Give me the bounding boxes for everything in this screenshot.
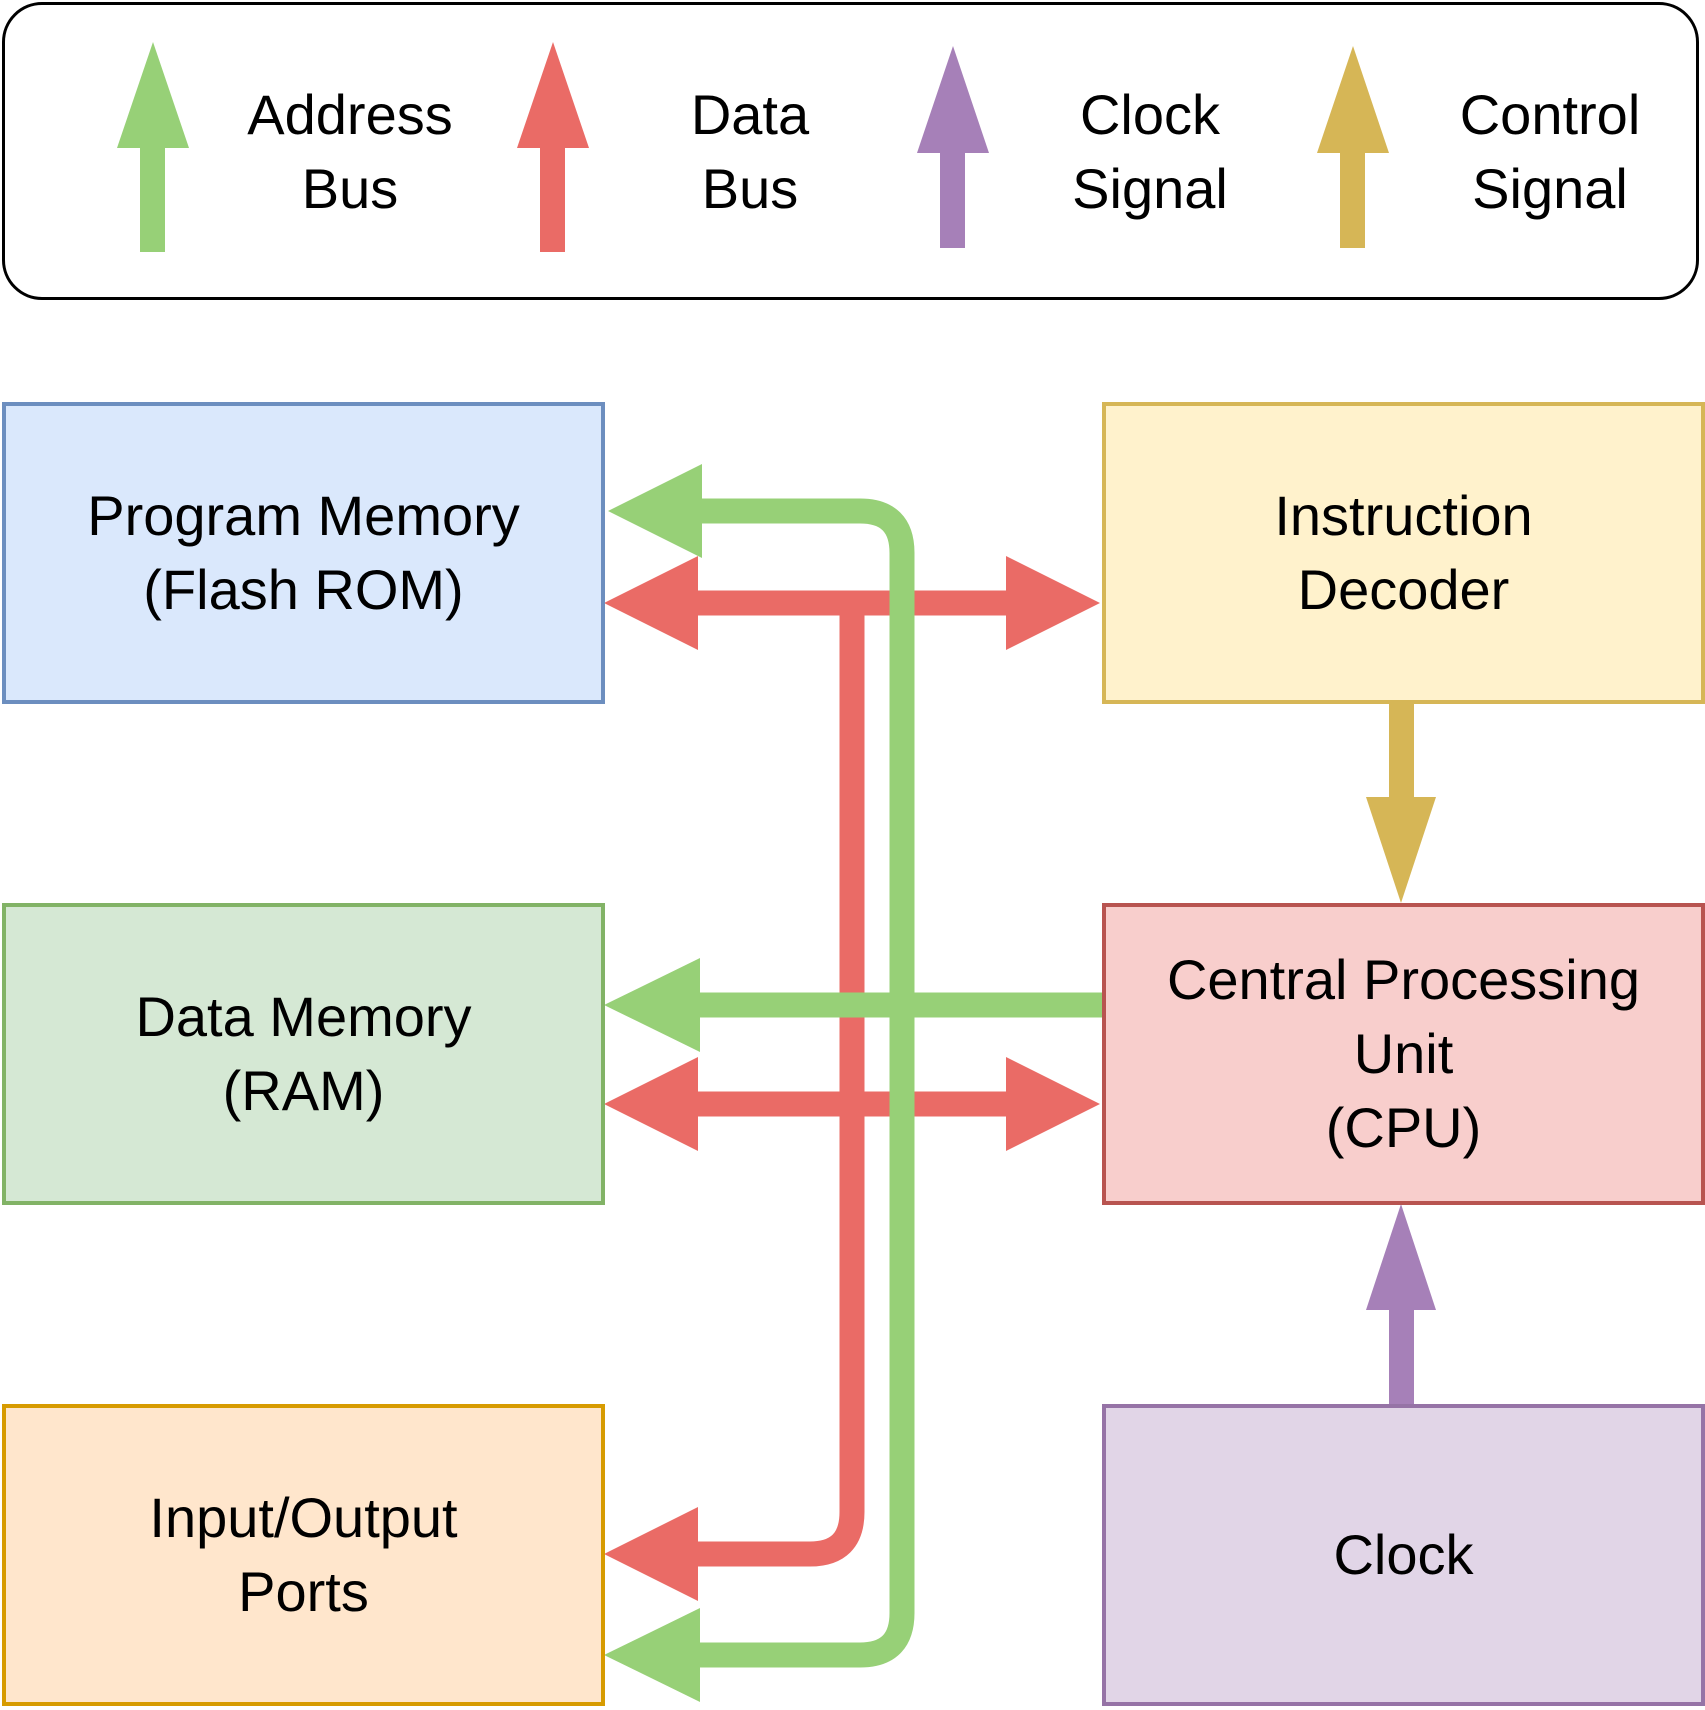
control-signal [1366, 702, 1436, 903]
clock-block: Clock [1102, 1404, 1705, 1706]
data-bus [604, 556, 1100, 1601]
data-bus-arrow-io-ports [604, 1507, 698, 1601]
legend-arrow-control [1317, 46, 1389, 248]
clock-signal [1366, 1204, 1436, 1405]
legend-arrow-clock [917, 46, 989, 248]
legend-arrow-data [517, 42, 589, 252]
legend [2, 2, 1699, 300]
data-bus-arrow-program-memory [604, 556, 698, 650]
data-bus-arrow-instruction-decoder [1006, 556, 1100, 650]
data-bus-arrow-data-memory [604, 1057, 698, 1151]
clock-signal-arrow-cpu [1366, 1204, 1436, 1310]
address-bus-arrow-data-memory [604, 958, 700, 1052]
program-memory-block: Program Memory(Flash ROM) [2, 402, 605, 704]
address-bus-arrow-io-ports [604, 1608, 700, 1702]
control-signal-arrow-cpu [1366, 797, 1436, 903]
address-bus [604, 464, 1102, 1702]
legend-arrow-address [117, 42, 189, 252]
data-memory-block: Data Memory(RAM) [2, 903, 605, 1205]
address-bus-arrow-program-memory [608, 464, 702, 558]
data-bus-io-line [697, 603, 865, 1567]
data-bus-arrow-cpu [1006, 1057, 1100, 1151]
address-bus-trunk-line [699, 498, 915, 1668]
